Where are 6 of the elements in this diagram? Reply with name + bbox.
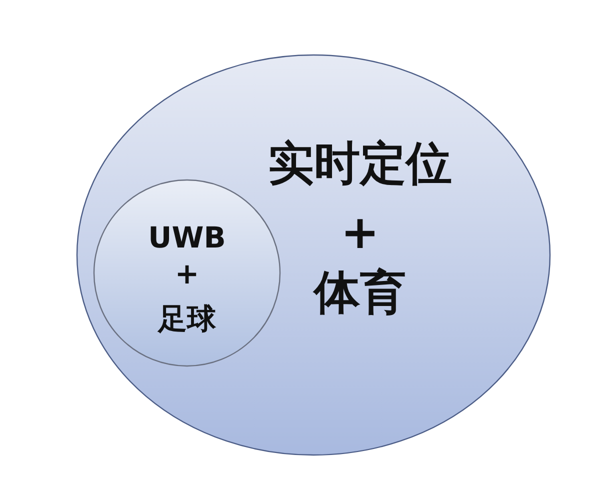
- heading-text: 体育: [314, 269, 406, 315]
- plus-sign: +: [174, 260, 200, 288]
- plus-sign: +: [340, 209, 380, 255]
- label-text: 足球: [158, 304, 216, 334]
- label-text: UWB: [148, 224, 226, 252]
- heading-text: 实时定位: [268, 140, 452, 186]
